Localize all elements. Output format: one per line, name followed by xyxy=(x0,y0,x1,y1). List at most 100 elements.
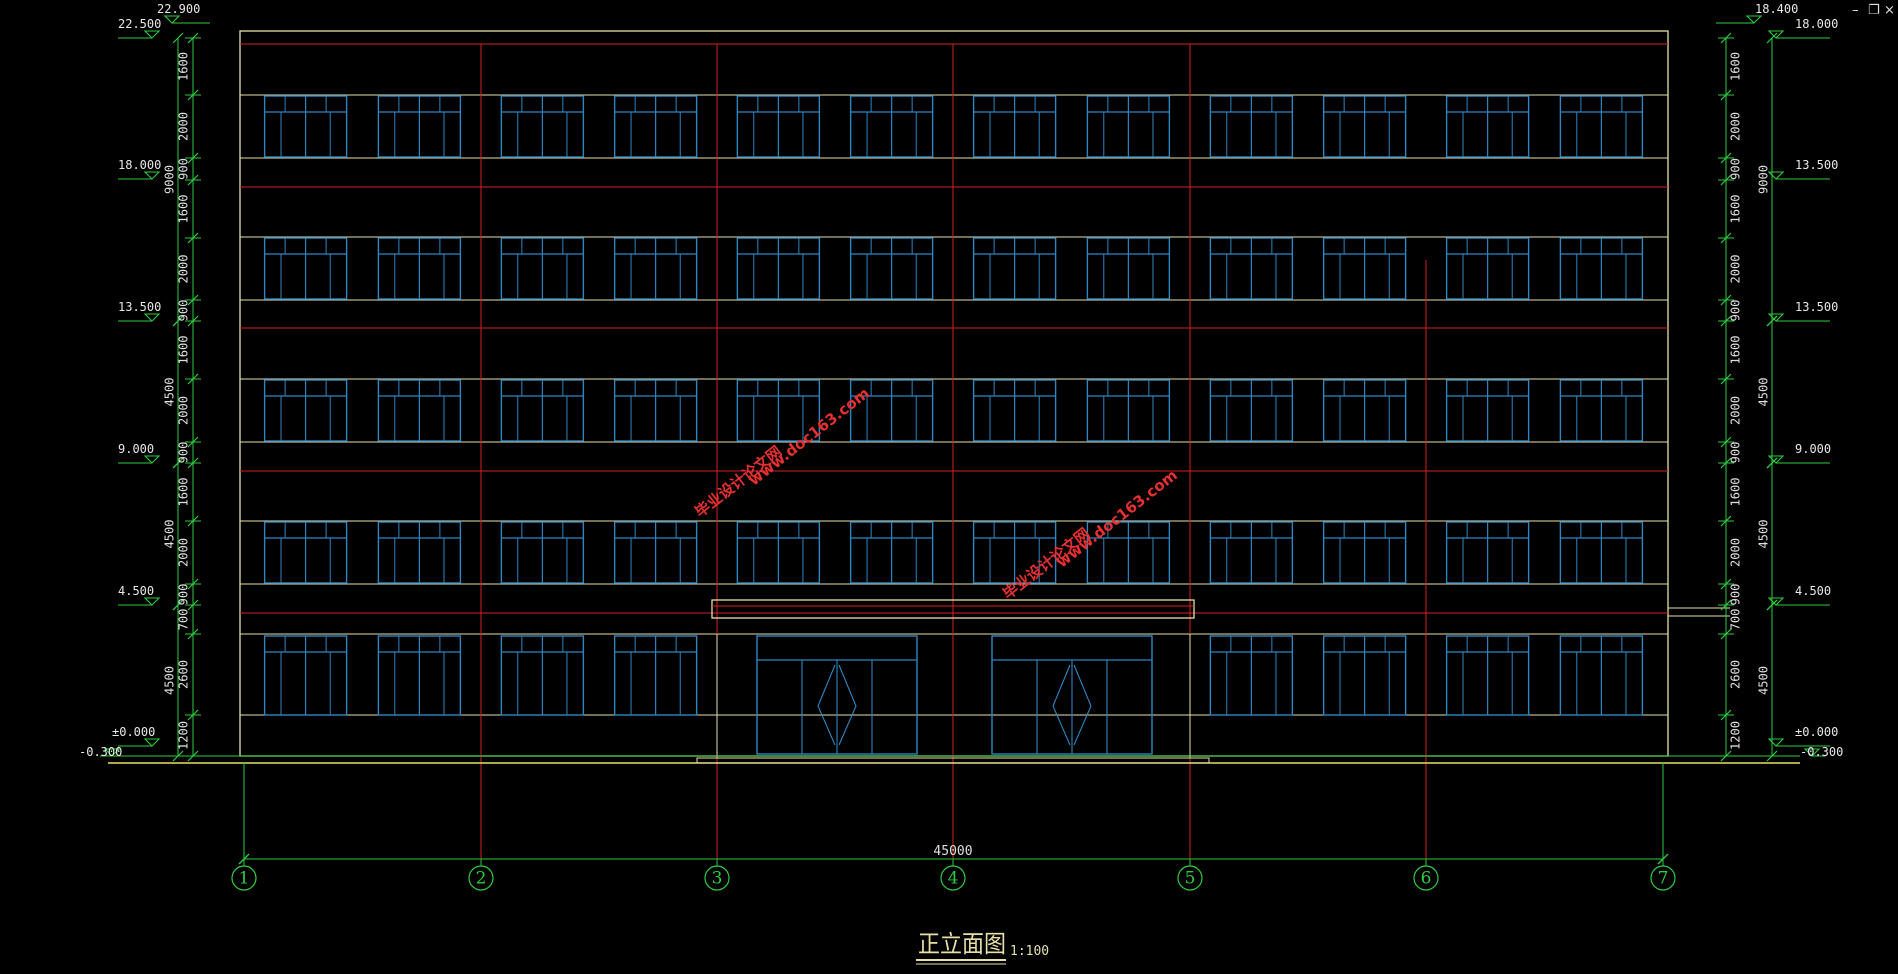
window xyxy=(500,635,585,716)
segment-dimension: 2000 xyxy=(1729,396,1743,425)
level-label: 18.400 xyxy=(1755,2,1798,16)
level-triangle xyxy=(1767,313,1785,322)
level-triangle xyxy=(1767,171,1785,180)
dimension-tick xyxy=(172,32,184,44)
grid-bubble-label: 3 xyxy=(712,869,723,889)
window xyxy=(500,379,585,442)
window xyxy=(263,237,348,300)
story-dimension: 4500 xyxy=(163,520,177,549)
level-marker: 18.000 xyxy=(1767,17,1838,39)
level-marker: 9.000 xyxy=(118,442,161,464)
watermark-line2: www.doc163.com xyxy=(1053,466,1181,571)
window xyxy=(263,379,348,442)
dimension-tick xyxy=(1766,315,1778,327)
window xyxy=(613,521,698,584)
window xyxy=(263,95,348,158)
window xyxy=(377,237,462,300)
level-label: 22.500 xyxy=(118,17,161,31)
grid-bubble-circle xyxy=(940,865,966,891)
level-marker: 18.000 xyxy=(118,158,161,180)
window xyxy=(613,95,698,158)
level-label: 22.900 xyxy=(157,2,200,16)
level-label: 9.000 xyxy=(118,442,154,456)
window xyxy=(1445,95,1530,158)
level-triangle xyxy=(1745,15,1763,24)
restore-icon[interactable]: ❐ xyxy=(1868,3,1880,18)
grid-bubble-circle xyxy=(231,865,257,891)
grid-bubble-label: 4 xyxy=(948,869,959,889)
segment-dimension: 1600 xyxy=(177,195,191,224)
door-swing xyxy=(1073,664,1092,746)
segment-dimension: 1600 xyxy=(177,478,191,507)
segment-dimension: 2000 xyxy=(177,255,191,284)
minimize-icon[interactable]: – xyxy=(1852,3,1859,18)
segment-dimension: 2600 xyxy=(1729,660,1743,689)
window xyxy=(1559,95,1644,158)
window xyxy=(1086,379,1171,442)
window xyxy=(736,237,821,300)
window xyxy=(1559,379,1644,442)
level-marker: 4.500 xyxy=(118,584,161,606)
entrance-canopy xyxy=(711,599,1195,619)
segment-dimension: 900 xyxy=(177,584,191,606)
story-dimension: 4500 xyxy=(1757,520,1771,549)
window xyxy=(1559,635,1644,716)
segment-dimension: 2000 xyxy=(1729,255,1743,284)
dimension-tick xyxy=(172,599,184,611)
segment-dimension: 1200 xyxy=(1729,721,1743,750)
window xyxy=(1445,635,1530,716)
watermark: 毕业设计论文网 www.doc163.com xyxy=(691,384,873,521)
level-label: ±0.000 xyxy=(1795,725,1838,739)
level-marker: 18.400 xyxy=(1716,2,1798,24)
window xyxy=(263,635,348,716)
level-marker: 13.500 xyxy=(118,300,161,322)
window xyxy=(1445,379,1530,442)
grid-bubble: 5 xyxy=(1177,860,1203,891)
story-dimension: 4500 xyxy=(1757,666,1771,695)
close-icon[interactable]: × xyxy=(1884,3,1895,18)
grid-bubble-label: 5 xyxy=(1185,869,1196,889)
window xyxy=(736,379,821,442)
entrance-door xyxy=(991,635,1153,755)
window xyxy=(1209,237,1294,300)
grid-bubble-circle xyxy=(1413,865,1439,891)
segment-dimension: 1200 xyxy=(177,721,191,750)
level-triangle xyxy=(143,171,161,180)
grid-bubble-circle xyxy=(1650,865,1676,891)
window xyxy=(736,521,821,584)
grid-bubble-label: 6 xyxy=(1421,869,1432,889)
overall-dimension: 45000 xyxy=(933,844,972,859)
window xyxy=(500,95,585,158)
dimension-tick xyxy=(238,853,250,865)
window xyxy=(849,379,934,442)
level-marker: ±0.000 xyxy=(1767,725,1838,747)
building-outline xyxy=(239,30,1669,757)
grid-bubble: 3 xyxy=(704,860,730,891)
window xyxy=(1322,237,1407,300)
grid-bubble: 7 xyxy=(1650,860,1676,891)
segment-dimension: 900 xyxy=(1729,158,1743,180)
grid-bubble-label: 2 xyxy=(476,869,487,889)
grid-bubble: 1 xyxy=(231,860,257,891)
story-dimension: 4500 xyxy=(163,378,177,407)
drawing-title: 正立面图 xyxy=(918,930,1006,958)
watermark: 毕业设计论文网 www.doc163.com xyxy=(999,466,1181,603)
window xyxy=(613,379,698,442)
grid-bubble-circle xyxy=(468,865,494,891)
level-label: ±0.000 xyxy=(112,725,155,739)
window xyxy=(1322,635,1407,716)
segment-dimension: 1600 xyxy=(177,336,191,365)
window xyxy=(972,95,1057,158)
window xyxy=(1209,521,1294,584)
window xyxy=(849,95,934,158)
level-label: 13.500 xyxy=(1795,158,1838,172)
story-dimension: 4500 xyxy=(1757,378,1771,407)
entrance-step xyxy=(696,757,1210,764)
segment-dimension: 2000 xyxy=(177,112,191,141)
level-triangle xyxy=(143,455,161,464)
level-triangle xyxy=(163,15,181,24)
window xyxy=(1559,521,1644,584)
segment-dimension: 900 xyxy=(1729,442,1743,464)
dimension-tick xyxy=(172,457,184,469)
segment-dimension: 900 xyxy=(177,300,191,322)
